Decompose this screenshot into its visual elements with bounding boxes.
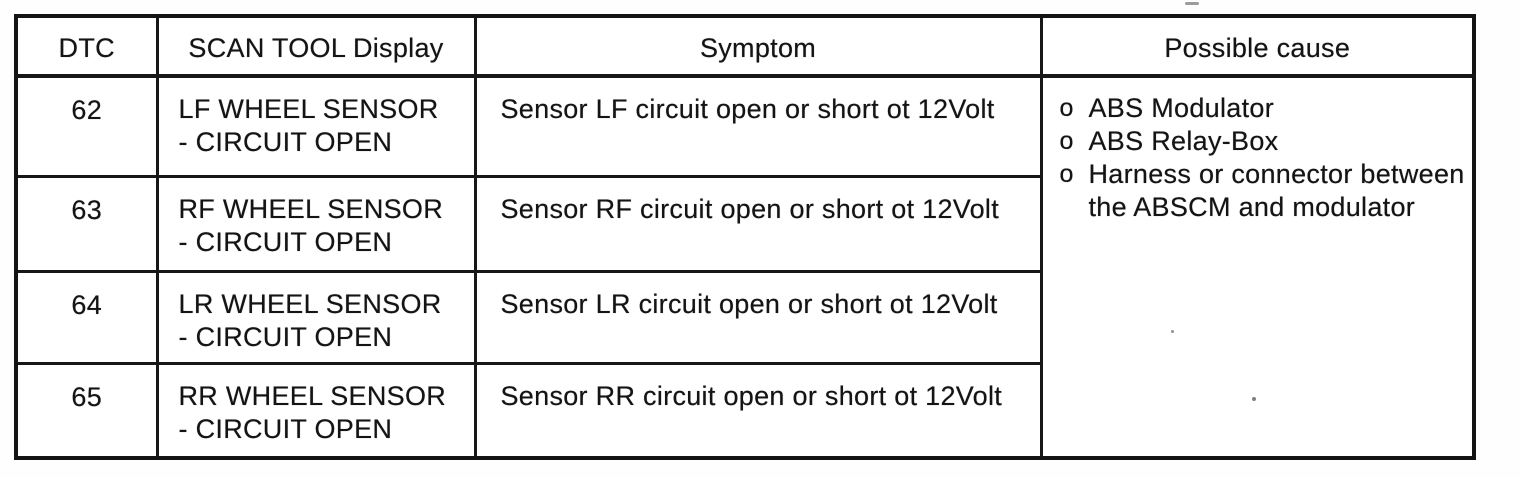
cause-text: Harness or connector between the ABSCM a… (1088, 159, 1465, 222)
scan-tool-line: RF WHEEL SENSOR (178, 193, 444, 224)
bullet-marker: o (1059, 160, 1074, 188)
cause-item: o Harness or connector between the ABSCM… (1056, 158, 1467, 224)
cause-item: o ABS Relay-Box (1056, 125, 1467, 158)
cause-text: ABS Modulator (1088, 93, 1274, 123)
scan-tool-display-cell: RF WHEEL SENSOR - CIRCUIT OPEN (155, 174, 477, 273)
bullet-marker: o (1059, 127, 1074, 155)
table-row: 63 RF WHEEL SENSOR - CIRCUIT OPEN Sensor… (14, 174, 1474, 273)
header-possible-cause: Possible cause (1039, 14, 1476, 78)
table-header-row: DTC SCAN TOOL Display Symptom Possible c… (14, 14, 1476, 78)
dtc-code: 62 (14, 74, 159, 178)
cause-text: ABS Relay-Box (1088, 126, 1279, 156)
symptom-cell: Sensor RF circuit open or short ot 12Vol… (473, 174, 1043, 273)
table-row: 62 LF WHEEL SENSOR - CIRCUIT OPEN Sensor… (14, 74, 1476, 460)
scan-speck (1252, 397, 1256, 401)
scan-speck (1185, 2, 1199, 5)
symptom-cell: Sensor LF circuit open or short ot 12Vol… (473, 74, 1043, 178)
symptom-cell: Sensor LR circuit open or short ot 12Vol… (473, 269, 1043, 365)
scan-tool-line: - CIRCUIT OPEN (178, 413, 393, 444)
scan-tool-line: - CIRCUIT OPEN (178, 321, 393, 352)
dtc-code: 63 (14, 174, 159, 273)
header-dtc: DTC (14, 14, 159, 78)
dtc-code: 65 (14, 361, 159, 460)
table-row: 64 LR WHEEL SENSOR - CIRCUIT OPEN Sensor… (14, 269, 1474, 365)
scan-tool-display-cell: RR WHEEL SENSOR - CIRCUIT OPEN (155, 361, 477, 460)
possible-cause-cell: o ABS Modulator o ABS Relay-Box o Harnes… (1039, 74, 1476, 460)
dtc-table: DTC SCAN TOOL Display Symptom Possible c… (14, 14, 1476, 460)
scan-tool-line: LF WHEEL SENSOR (178, 94, 439, 124)
cause-item: o ABS Modulator (1056, 92, 1467, 125)
scan-tool-line: LR WHEEL SENSOR (178, 288, 442, 319)
table-row: 65 RR WHEEL SENSOR - CIRCUIT OPEN Sensor… (14, 361, 1474, 460)
symptom-cell: Sensor RR circuit open or short ot 12Vol… (473, 361, 1043, 460)
scan-tool-line: - CIRCUIT OPEN (178, 127, 393, 157)
scan-tool-line: RR WHEEL SENSOR (178, 380, 447, 411)
bullet-marker: o (1059, 94, 1074, 122)
scan-tool-line: - CIRCUIT OPEN (178, 226, 393, 257)
header-scan-tool-display: SCAN TOOL Display (155, 14, 477, 78)
header-symptom: Symptom (473, 14, 1043, 78)
scan-tool-display-cell: LF WHEEL SENSOR - CIRCUIT OPEN (155, 74, 477, 178)
scan-tool-display-cell: LR WHEEL SENSOR - CIRCUIT OPEN (155, 269, 477, 365)
scan-speck (1171, 330, 1174, 333)
dtc-code: 64 (14, 269, 159, 365)
